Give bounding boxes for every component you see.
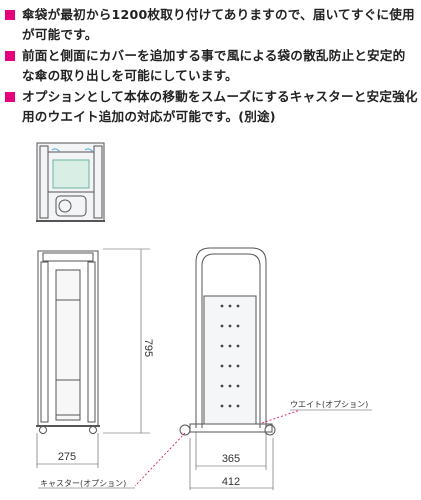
dim-front-inner-label: 365 bbox=[222, 453, 240, 465]
front-panel-holes bbox=[220, 304, 240, 408]
feature-item: 前面と側面にカバーを追加する事で風による袋の散乱防止と安定的な傘の取り出しを可能… bbox=[4, 46, 418, 85]
feature-text: 傘袋が最初から1200枚取り付けてありますので、届いてすぐに使用が可能です。 bbox=[22, 7, 415, 42]
feature-item: 傘袋が最初から1200枚取り付けてありますので、届いてすぐに使用が可能です。 bbox=[4, 5, 418, 44]
top-view-drawing bbox=[36, 142, 105, 222]
dim-front-outer-label: 412 bbox=[222, 476, 240, 488]
feature-text: オプションとして本体の移動をスムーズにするキャスターと安定強化用のウエイト追加の… bbox=[22, 89, 418, 124]
front-view-drawing bbox=[179, 247, 276, 436]
side-view-drawing bbox=[36, 250, 100, 434]
feature-text: 前面と側面にカバーを追加する事で風による袋の散乱防止と安定的な傘の取り出しを可能… bbox=[22, 48, 406, 83]
dim-height-label: 795 bbox=[142, 339, 154, 357]
bullet-square-icon bbox=[5, 10, 15, 20]
bullet-square-icon bbox=[5, 92, 15, 102]
feature-list: 傘袋が最初から1200枚取り付けてありますので、届いてすぐに使用が可能です。 前… bbox=[4, 5, 418, 128]
caster-option-label: キャスター(オプション) bbox=[40, 479, 126, 488]
feature-item: オプションとして本体の移動をスムーズにするキャスターと安定強化用のウエイト追加の… bbox=[4, 87, 418, 126]
dim-side-width-label: 275 bbox=[58, 451, 76, 463]
bullet-square-icon bbox=[5, 51, 15, 61]
weight-option-label: ウエイト(オプション) bbox=[290, 400, 368, 409]
